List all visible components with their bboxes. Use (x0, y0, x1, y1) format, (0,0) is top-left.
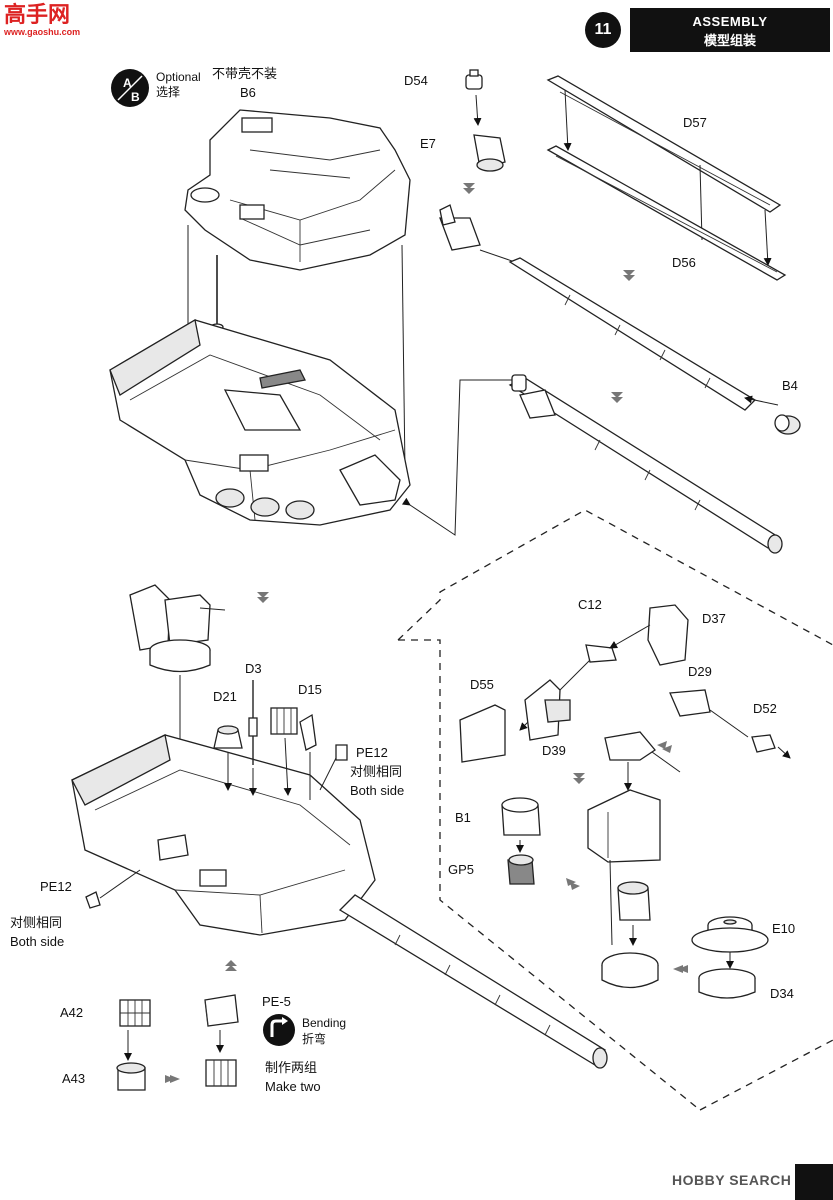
label-c12: C12 (578, 597, 602, 612)
part-a43 (116, 1062, 146, 1091)
watermark-site-url: www.gaoshu.com (4, 27, 81, 37)
note-bending-zh: 折弯 (302, 1032, 327, 1046)
option-label-zh: 选择 (156, 85, 181, 99)
part-d52 (751, 734, 776, 753)
option-ab-icon: A B (111, 69, 149, 107)
barrel-lower (508, 374, 783, 554)
label-d37: D37 (702, 611, 726, 626)
label-d52: D52 (753, 701, 777, 716)
section-title-zh: 模型组装 (703, 34, 756, 49)
bending-icon (263, 1014, 295, 1046)
option-badge-a: A (123, 76, 132, 90)
watermark-site-name: 高手网 (4, 3, 71, 28)
part-a42 (119, 999, 151, 1027)
note-both-side-zh-right: 对侧相同 (350, 765, 403, 780)
turret-assembled (71, 734, 376, 936)
section-title-en: ASSEMBLY (692, 14, 768, 29)
label-d55: D55 (470, 677, 494, 692)
part-gp5 (507, 854, 535, 885)
label-d56: D56 (672, 255, 696, 270)
note-both-side-zh-left: 对侧相同 (10, 916, 63, 931)
label-e10: E10 (772, 921, 796, 936)
label-d3: D3 (245, 661, 262, 676)
turret-body (109, 255, 411, 526)
part-d34 (698, 968, 756, 999)
turret-top-shell (184, 109, 411, 271)
part-e10 (691, 916, 769, 953)
part-pe5 (204, 994, 239, 1027)
part-d57 (546, 75, 782, 213)
label-b1: B1 (455, 810, 471, 825)
part-d21 (213, 725, 243, 749)
mantlet-partial (604, 731, 681, 773)
section-header: ASSEMBLY 模型组装 (630, 8, 830, 52)
label-gp5: GP5 (448, 862, 475, 877)
mount-subassembly (617, 881, 651, 921)
a43-with-pe5 (205, 1059, 237, 1087)
page-corner-block (795, 1164, 833, 1200)
label-pe5: PE-5 (262, 994, 291, 1009)
note-make-two-en: Make two (265, 1079, 321, 1094)
part-b1 (501, 797, 541, 836)
label-d54: D54 (404, 73, 428, 88)
note-make-two-zh: 制作两组 (265, 1061, 318, 1076)
option-label-en: Optional (156, 70, 201, 84)
part-d37 (647, 604, 689, 666)
part-d54 (465, 69, 483, 90)
label-d29: D29 (688, 664, 712, 679)
mantlet-assembled (587, 789, 661, 863)
note-both-side-en-right: Both side (350, 783, 405, 798)
note-bending-en: Bending (302, 1016, 347, 1030)
barrel-long (338, 894, 608, 1069)
label-d21: D21 (213, 689, 237, 704)
option-badge-b: B (131, 90, 140, 104)
label-a42: A42 (60, 1005, 84, 1020)
part-d3 (248, 680, 258, 765)
part-d15 (270, 707, 317, 751)
label-d15: D15 (298, 682, 322, 697)
part-d29 (669, 689, 749, 738)
part-d55 (459, 704, 506, 763)
note-both-side-en-left: Both side (10, 934, 65, 949)
step-number-badge: 11 (585, 12, 621, 48)
part-pe12-left (85, 891, 101, 909)
part-d39 (524, 679, 571, 741)
part-c12 (585, 644, 617, 663)
rcws-mount (129, 584, 226, 673)
label-d39: D39 (542, 743, 566, 758)
label-d57: D57 (683, 115, 707, 130)
part-pe12-right (335, 744, 348, 761)
label-e7: E7 (420, 136, 436, 151)
label-d34: D34 (770, 986, 794, 1001)
option-note-zh: 不带壳不装 (212, 67, 278, 82)
part-e7 (473, 134, 506, 172)
base-ring-assembled (601, 952, 659, 989)
label-pe12-left: PE12 (40, 879, 72, 894)
part-d56 (546, 145, 787, 281)
label-b4: B4 (782, 378, 798, 393)
watermark-logo: 高手网 www.gaoshu.com (4, 4, 80, 37)
label-a43: A43 (62, 1071, 86, 1086)
part-b4 (774, 414, 801, 435)
hobby-search-watermark: HOBBY SEARCH (672, 1172, 792, 1188)
option-label: Optional 选择 (156, 70, 201, 100)
label-b6: B6 (240, 85, 256, 100)
label-pe12-right: PE12 (356, 745, 388, 760)
